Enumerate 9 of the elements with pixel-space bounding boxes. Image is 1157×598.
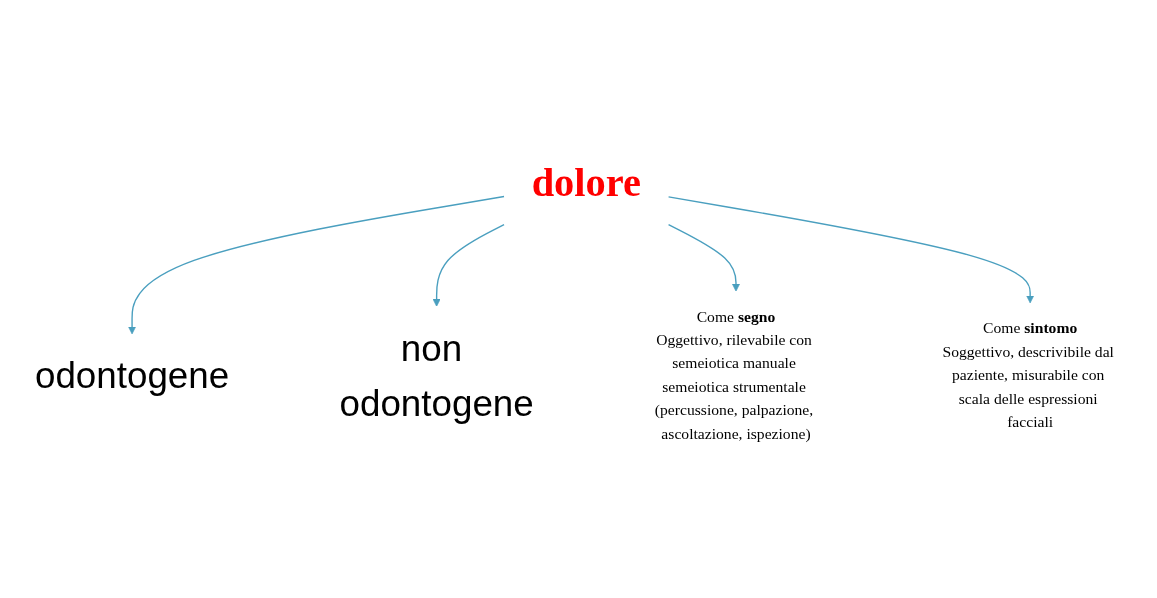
arrow [128, 195, 505, 335]
arrow [667, 196, 1035, 304]
node-text: odontogene [34, 355, 230, 396]
node-text: dolore [531, 159, 641, 205]
arrow [432, 223, 505, 307]
node-text: non odontogene [339, 327, 534, 424]
arrow [667, 223, 741, 292]
node-text: Come segno Oggettivo, rilevabile con semeiotica manuale semeiotica strumentale (percussione, palpazione, ascoltazione, ispezione) [654, 307, 814, 443]
node-text: Come sintomo Soggettivo, descrivibile dal paziente, misurabile con scala delle espressioni facciali [942, 319, 1114, 431]
